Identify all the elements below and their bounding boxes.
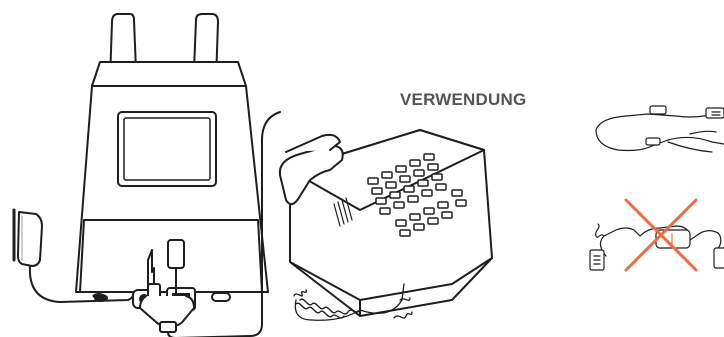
usage-heading: VERWENDUNG xyxy=(400,90,527,109)
prohibited-cross-icon xyxy=(624,198,698,272)
ehs-cable-icon xyxy=(589,105,724,271)
coiled-handset-cord-icon xyxy=(293,283,413,321)
y-splitter-cable-icon xyxy=(139,111,281,337)
desk-phone-icon xyxy=(278,129,493,317)
